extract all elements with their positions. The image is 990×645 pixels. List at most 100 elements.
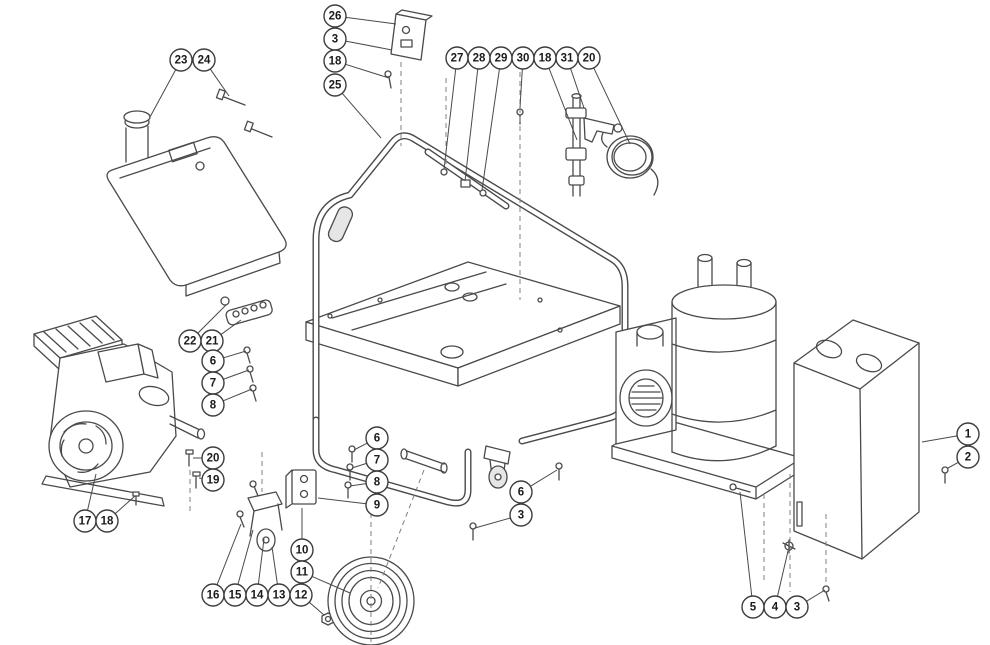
callout-number: 30 bbox=[517, 53, 530, 65]
callout-number: 8 bbox=[210, 400, 217, 412]
callout-number: 2 bbox=[965, 452, 971, 464]
callout-number: 20 bbox=[207, 453, 220, 465]
callout-7: 7 bbox=[365, 448, 389, 472]
callout-balloon bbox=[956, 422, 980, 446]
callout-number: 6 bbox=[374, 433, 380, 445]
callout-leader bbox=[806, 589, 826, 602]
callout-number: 26 bbox=[329, 11, 342, 23]
callout-number: 27 bbox=[451, 53, 464, 65]
callout-number: 25 bbox=[329, 80, 342, 92]
callout-number: 18 bbox=[101, 516, 114, 528]
callout-number: 17 bbox=[79, 516, 92, 528]
callout-balloon bbox=[956, 445, 980, 469]
manifold-screws-drawing bbox=[243, 346, 257, 402]
callout-28: 28 bbox=[467, 46, 491, 70]
callout-balloon bbox=[785, 595, 809, 619]
callout-leader bbox=[223, 350, 247, 359]
callout-number: 9 bbox=[374, 500, 380, 512]
leader-lines-layer bbox=[87, 16, 959, 616]
axle-drawing bbox=[400, 448, 448, 474]
callout-balloon bbox=[290, 560, 314, 584]
callout-29: 29 bbox=[489, 46, 513, 70]
callout-2: 2 bbox=[956, 445, 980, 469]
callout-3: 3 bbox=[509, 503, 533, 527]
callout-leader bbox=[149, 69, 177, 118]
callout-number: 14 bbox=[251, 590, 264, 602]
callout-number: 28 bbox=[473, 53, 486, 65]
cover-drawing bbox=[793, 319, 949, 602]
callout-leader bbox=[223, 369, 250, 380]
callout-number: 20 bbox=[583, 53, 596, 65]
callout-balloon bbox=[201, 468, 225, 492]
callout-1: 1 bbox=[956, 422, 980, 446]
callout-leader bbox=[474, 517, 511, 529]
callout-balloon bbox=[509, 503, 533, 527]
callout-7: 7 bbox=[201, 371, 225, 395]
callout-leader bbox=[220, 319, 242, 335]
callout-number: 12 bbox=[295, 590, 308, 602]
callout-number: 18 bbox=[329, 56, 342, 68]
callout-21: 21 bbox=[200, 329, 224, 353]
callout-number: 7 bbox=[210, 378, 216, 390]
callout-16: 16 bbox=[201, 583, 225, 607]
callout-30: 30 bbox=[511, 46, 535, 70]
callout-leader bbox=[308, 601, 325, 616]
callout-26: 26 bbox=[323, 4, 347, 28]
callout-number: 31 bbox=[561, 53, 574, 65]
callout-leader bbox=[197, 304, 227, 334]
callout-4: 4 bbox=[763, 595, 787, 619]
callout-balloon bbox=[289, 583, 313, 607]
frame-caster-drawing bbox=[483, 445, 511, 489]
callout-balloon bbox=[323, 49, 347, 73]
engine-mount-bolts-drawing bbox=[132, 449, 201, 506]
callout-balloon bbox=[192, 48, 216, 72]
callout-number: 29 bbox=[495, 53, 508, 65]
callout-18: 18 bbox=[95, 509, 119, 533]
callout-15: 15 bbox=[223, 583, 247, 607]
burner-assembly-drawing bbox=[611, 253, 803, 554]
construction-line bbox=[377, 469, 425, 589]
callout-number: 19 bbox=[207, 475, 220, 487]
callout-number: 6 bbox=[518, 487, 524, 499]
callout-balloon bbox=[365, 470, 389, 494]
callout-leader bbox=[209, 68, 230, 97]
caster-fork-drawing bbox=[236, 480, 283, 552]
callout-27: 27 bbox=[445, 46, 469, 70]
callout-leader bbox=[481, 68, 500, 191]
callout-leader bbox=[341, 92, 382, 139]
callout-balloon bbox=[95, 509, 119, 533]
callout-number: 16 bbox=[207, 590, 220, 602]
callout-leader bbox=[570, 68, 585, 109]
callout-leader bbox=[353, 442, 368, 451]
callout-leader bbox=[222, 388, 253, 402]
callout-leader bbox=[349, 483, 367, 487]
callout-leader bbox=[530, 469, 558, 487]
callout-3: 3 bbox=[323, 27, 347, 51]
callout-leader bbox=[311, 575, 351, 594]
callout-number: 7 bbox=[374, 455, 380, 467]
callout-number: 5 bbox=[750, 602, 757, 614]
engine-drawing bbox=[33, 315, 206, 507]
callout-leader bbox=[345, 63, 390, 79]
callout-8: 8 bbox=[201, 393, 225, 417]
callout-6: 6 bbox=[365, 426, 389, 450]
callout-balloon bbox=[509, 480, 533, 504]
callout-leader bbox=[317, 497, 367, 505]
callout-number: 15 bbox=[229, 590, 242, 602]
axle-bracket-drawing bbox=[285, 469, 317, 509]
callout-number: 24 bbox=[198, 55, 211, 67]
callout-12: 12 bbox=[289, 583, 313, 607]
callout-leader bbox=[237, 529, 254, 585]
callout-balloon bbox=[169, 48, 193, 72]
callout-number: 11 bbox=[296, 567, 309, 579]
callout-20: 20 bbox=[201, 446, 225, 470]
pump-assembly-drawing bbox=[565, 93, 623, 197]
callout-20: 20 bbox=[577, 46, 601, 70]
callout-9: 9 bbox=[365, 493, 389, 517]
callout-3: 3 bbox=[785, 595, 809, 619]
callout-18: 18 bbox=[323, 49, 347, 73]
frame-fittings-drawing bbox=[440, 108, 524, 197]
